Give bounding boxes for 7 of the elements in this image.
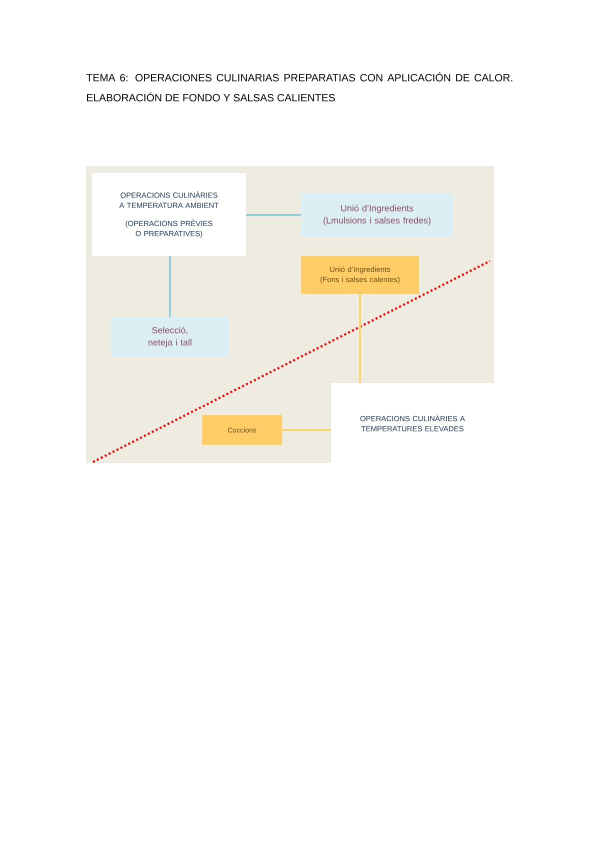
connector-line [169,256,171,317]
connector-line [359,294,361,383]
connector-line [246,214,301,216]
connector-line [282,429,331,431]
process-box: Unió d’Ingredients (Lmulsions i salses fredes) [301,193,453,237]
process-box: Selecció, neteja i tall [111,317,229,357]
title: TEMA 6: OPERACIONES CULINARIAS PREPARATIAS CON APLICACIÓN DE CALOR. ELABORACIÓN DE FONDO Y SALSAS CALIENTES [86,72,512,102]
